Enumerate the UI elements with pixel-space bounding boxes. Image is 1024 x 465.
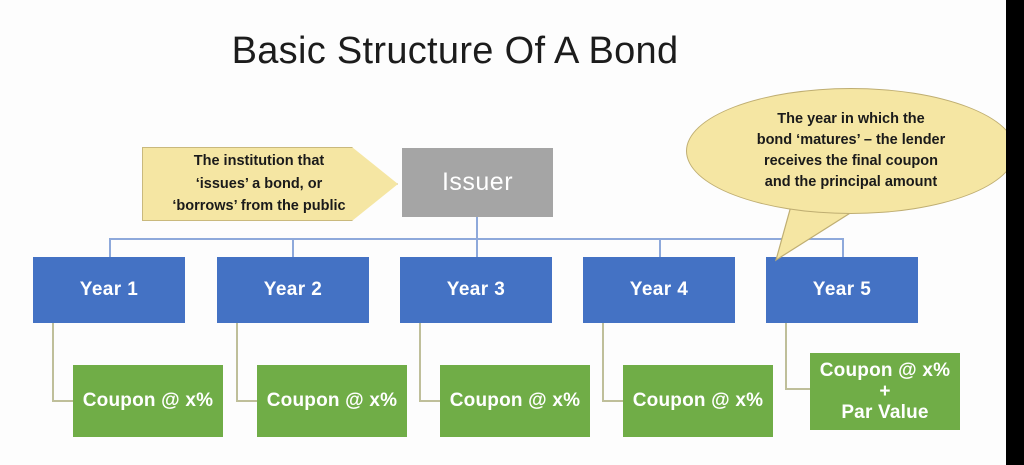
callout-issuer-note-line-3: ‘borrows’ from the public bbox=[172, 198, 346, 215]
connector-drop-year-5 bbox=[842, 238, 844, 258]
connector-drop-year-4 bbox=[659, 238, 661, 258]
connector-year1-coupon-horizontal bbox=[52, 400, 74, 402]
node-year-1[interactable]: Year 1 bbox=[33, 257, 185, 323]
node-year-4[interactable]: Year 4 bbox=[583, 257, 735, 323]
node-coupon-5-line-2: + bbox=[879, 380, 891, 402]
callout-maturity-note-line-2: bond ‘matures’ – the lender bbox=[756, 131, 946, 148]
callout-issuer-note-line-2: ‘issues’ a bond, or bbox=[195, 175, 323, 192]
connector-drop-year-1 bbox=[109, 238, 111, 258]
node-year-5-label: Year 5 bbox=[812, 279, 872, 301]
node-coupon-3-label: Coupon @ x% bbox=[449, 390, 581, 412]
callout-issuer-note-text: The institution that ‘issues’ a bond, or… bbox=[172, 150, 345, 217]
callout-issuer-note[interactable]: The institution that ‘issues’ a bond, or… bbox=[142, 147, 398, 221]
node-issuer[interactable]: Issuer bbox=[402, 148, 553, 217]
connector-year2-coupon-horizontal bbox=[236, 400, 258, 402]
node-coupon-3[interactable]: Coupon @ x% bbox=[440, 365, 590, 437]
callout-maturity-note-line-1: The year in which the bbox=[777, 110, 925, 127]
node-coupon-2-label: Coupon @ x% bbox=[266, 390, 398, 412]
node-year-3[interactable]: Year 3 bbox=[400, 257, 552, 323]
connector-year2-coupon-vertical bbox=[236, 322, 238, 401]
callout-maturity-note-line-4: and the principal amount bbox=[764, 174, 938, 191]
node-coupon-5-line-3: Par Value bbox=[841, 402, 929, 424]
node-year-2[interactable]: Year 2 bbox=[217, 257, 369, 323]
node-issuer-label: Issuer bbox=[441, 168, 514, 197]
connector-issuer-down bbox=[476, 216, 478, 239]
connector-year5-coupon-horizontal bbox=[785, 388, 810, 390]
connector-year5-coupon-vertical bbox=[785, 322, 787, 389]
connector-year4-coupon-vertical bbox=[602, 322, 604, 401]
node-coupon-1-label: Coupon @ x% bbox=[82, 390, 214, 412]
node-coupon-4[interactable]: Coupon @ x% bbox=[623, 365, 773, 437]
node-year-3-label: Year 3 bbox=[446, 279, 506, 301]
callout-issuer-note-shape bbox=[142, 147, 398, 221]
node-coupon-1[interactable]: Coupon @ x% bbox=[73, 365, 223, 437]
callout-issuer-note-line-1: The institution that bbox=[193, 153, 325, 170]
callout-maturity-note-line-3: receives the final coupon bbox=[763, 153, 939, 169]
connector-year3-coupon-horizontal bbox=[419, 400, 441, 402]
callout-maturity-note-text: The year in which the bond ‘matures’ – t… bbox=[757, 109, 946, 193]
node-coupon-4-label: Coupon @ x% bbox=[632, 390, 764, 412]
node-year-2-label: Year 2 bbox=[263, 279, 323, 301]
node-year-4-label: Year 4 bbox=[629, 279, 689, 301]
node-year-5[interactable]: Year 5 bbox=[766, 257, 918, 323]
connector-year1-coupon-vertical bbox=[52, 322, 54, 401]
letterbox-bar-right bbox=[1006, 0, 1024, 465]
callout-maturity-note[interactable]: The year in which the bond ‘matures’ – t… bbox=[686, 88, 1024, 262]
node-coupon-5[interactable]: Coupon @ x% + Par Value bbox=[810, 353, 960, 430]
node-coupon-5-line-1: Coupon @ x% bbox=[819, 359, 951, 381]
node-coupon-2[interactable]: Coupon @ x% bbox=[257, 365, 407, 437]
connector-year3-coupon-vertical bbox=[419, 322, 421, 401]
connector-drop-year-3 bbox=[476, 238, 478, 258]
connector-drop-year-2 bbox=[292, 238, 294, 258]
connector-year4-coupon-horizontal bbox=[602, 400, 624, 402]
node-year-1-label: Year 1 bbox=[79, 279, 139, 301]
callout-maturity-note-bubble: The year in which the bond ‘matures’ – t… bbox=[686, 88, 1016, 214]
page-title: Basic Structure Of A Bond bbox=[231, 30, 679, 72]
